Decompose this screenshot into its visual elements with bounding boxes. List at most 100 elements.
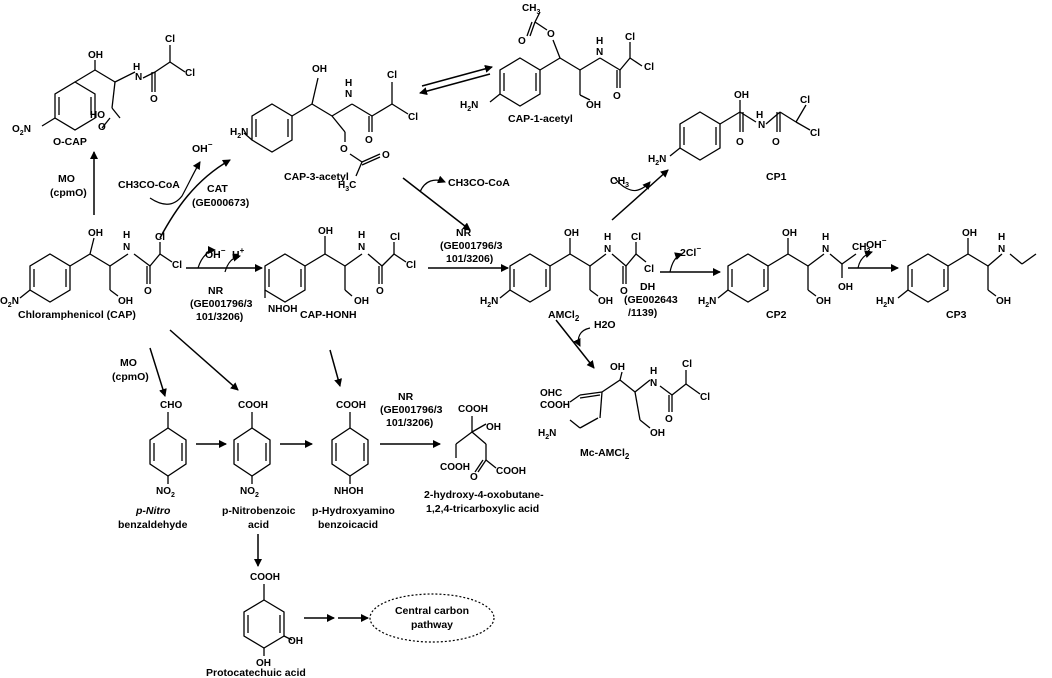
svg-text:Cl: Cl — [682, 359, 692, 370]
label-pnbald-1: p-Nitro — [135, 505, 171, 517]
enzyme-nr-3-id1: (GE001796/3 — [380, 404, 443, 416]
svg-text:OH: OH — [354, 296, 369, 307]
svg-text:N: N — [822, 244, 829, 255]
svg-text:H: H — [133, 62, 140, 73]
svg-text:H: H — [596, 36, 603, 47]
svg-text:HO: HO — [90, 110, 105, 121]
structure-mcamcl2: OHC COOH H2N OH OH H N O Cl Cl Mc-AMCl2 — [538, 359, 710, 461]
svg-text:H: H — [123, 230, 130, 241]
svg-text:COOH: COOH — [540, 400, 570, 411]
structure-cap: O2N OH OH H N O Cl Cl Chloramphenicol (C… — [0, 228, 182, 321]
label-amcl2: AMCl2 — [548, 309, 580, 323]
label-central-1: Central carbon — [395, 605, 469, 617]
enzyme-dh: DH — [640, 281, 655, 293]
cofactor-h2o: H2O — [594, 319, 616, 331]
svg-text:O: O — [613, 91, 621, 102]
enzyme-nr-3-id2: 101/3206) — [386, 417, 433, 429]
enzyme-nr-2-id2: 101/3206) — [446, 253, 493, 265]
svg-text:O: O — [518, 36, 526, 47]
svg-text:O: O — [382, 150, 390, 161]
enzyme-dh-id1: (GE002643 — [624, 294, 678, 306]
svg-text:O: O — [470, 472, 478, 483]
svg-text:Cl: Cl — [631, 232, 641, 243]
label-cp1: CP1 — [766, 171, 787, 183]
svg-text:H: H — [998, 232, 1005, 243]
cofactor-acetylcoa-2: CH3CO-CoA — [448, 177, 510, 189]
svg-text:NO2: NO2 — [240, 486, 259, 499]
svg-text:N: N — [345, 89, 352, 100]
svg-text:OH: OH — [288, 636, 303, 647]
svg-text:O: O — [547, 29, 555, 40]
enzyme-cpmo-1: (cpmO) — [50, 187, 87, 199]
svg-text:OH: OH — [650, 428, 665, 439]
cofactor-oh-3: OH− — [866, 236, 887, 251]
label-pnba-2: acid — [248, 519, 269, 531]
svg-text:OH: OH — [782, 228, 797, 239]
svg-text:O: O — [620, 286, 628, 297]
svg-text:H: H — [345, 78, 352, 89]
label-phba-1: p-Hydroxyamino — [312, 505, 395, 517]
svg-text:OH: OH — [734, 90, 749, 101]
svg-text:O: O — [665, 414, 673, 425]
enzyme-nr-1-id1: (GE001796/3 — [190, 298, 253, 310]
svg-text:Cl: Cl — [387, 70, 397, 81]
svg-text:O: O — [365, 135, 373, 146]
structure-pnitrobenzoic: COOH NO2 p-Nitrobenzoic acid — [222, 400, 296, 531]
svg-text:OH: OH — [816, 296, 831, 307]
svg-text:OH: OH — [586, 100, 601, 111]
structure-cp3: H2N OH OH H N CP3 — [876, 228, 1037, 321]
enzyme-cpmo-2: (cpmO) — [112, 371, 149, 383]
svg-text:N: N — [998, 244, 1005, 255]
svg-text:N: N — [358, 242, 365, 253]
svg-text:N: N — [604, 244, 611, 255]
label-pnbald-2: benzaldehyde — [118, 519, 188, 531]
svg-text:OH: OH — [318, 226, 333, 237]
svg-text:OH: OH — [598, 296, 613, 307]
svg-text:OHC: OHC — [540, 388, 562, 399]
label-mcamcl2: Mc-AMCl2 — [580, 447, 630, 461]
svg-text:H2N: H2N — [460, 100, 478, 113]
structure-pnitrobenzaldehyde: CHO NO2 p-Nitro benzaldehyde — [118, 400, 188, 531]
label-caphonh: CAP-HONH — [300, 309, 357, 321]
cofactor-oh-1: OH− — [192, 140, 213, 155]
cofactor-h-plus: H+ — [232, 246, 245, 261]
svg-text:H2N: H2N — [480, 296, 498, 309]
svg-text:O: O — [144, 286, 152, 297]
svg-text:NHOH: NHOH — [268, 304, 297, 315]
structure-phydroxyaminobenzoic: COOH NHOH p-Hydroxyamino benzoicacid — [312, 400, 395, 531]
label-cp3: CP3 — [946, 309, 967, 321]
cofactor-2cl: 2Cl− — [680, 244, 701, 259]
svg-text:N: N — [596, 47, 603, 58]
structure-protocatechuic: COOH OH OH Protocatechuic acid — [206, 572, 306, 678]
svg-text:H: H — [604, 232, 611, 243]
enzyme-nr-1-id2: 101/3206) — [196, 311, 243, 323]
svg-text:OH: OH — [564, 228, 579, 239]
svg-text:H: H — [756, 110, 763, 121]
svg-text:OH: OH — [118, 296, 133, 307]
svg-text:Cl: Cl — [408, 112, 418, 123]
enzyme-mo-2: MO — [120, 357, 137, 369]
svg-text:O2N: O2N — [0, 296, 19, 309]
svg-text:N: N — [123, 242, 130, 253]
enzyme-cat-id: (GE000673) — [192, 197, 249, 209]
svg-text:H: H — [822, 232, 829, 243]
svg-text:NHOH: NHOH — [334, 486, 363, 497]
svg-text:OH: OH — [610, 362, 625, 373]
label-tca-1: 2-hydroxy-4-oxobutane- — [424, 489, 544, 501]
svg-text:H2N: H2N — [698, 296, 716, 309]
svg-text:H2N: H2N — [876, 296, 894, 309]
svg-text:COOH: COOH — [458, 404, 488, 415]
svg-text:Cl: Cl — [185, 68, 195, 79]
svg-text:N: N — [758, 120, 765, 131]
svg-text:O: O — [98, 122, 106, 133]
svg-text:H2N: H2N — [538, 428, 556, 441]
svg-text:OH: OH — [838, 282, 853, 293]
structure-cap3acetyl: H2N OH H N O Cl Cl O O H3C CAP-3-acetyl — [230, 64, 418, 193]
label-cap1acetyl: CAP-1-acetyl — [508, 113, 573, 125]
svg-text:O: O — [772, 137, 780, 148]
svg-text:Cl: Cl — [155, 232, 165, 243]
svg-text:N: N — [650, 378, 657, 389]
svg-text:NO2: NO2 — [156, 486, 175, 499]
